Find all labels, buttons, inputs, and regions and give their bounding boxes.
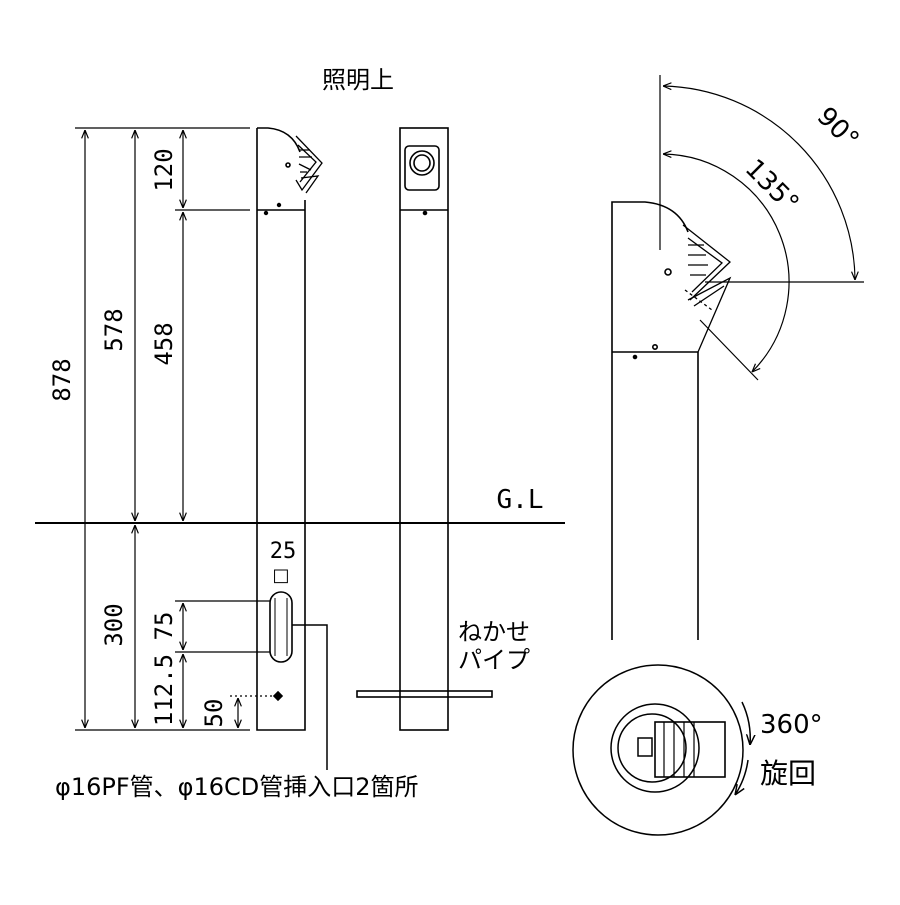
conduit-note: φ16PF管、φ16CD管挿入口2箇所	[55, 773, 419, 801]
conduit-leader	[292, 624, 328, 770]
front-view-pole	[399, 127, 449, 731]
dim-112-5: 112.5	[150, 654, 178, 726]
nekase-label-2: パイプ	[458, 646, 530, 674]
dim-300: 300	[100, 603, 128, 646]
angle-90-label: 90°	[811, 101, 865, 155]
rotation-detail	[572, 664, 750, 836]
dimension-lines	[75, 127, 272, 731]
rotate-360-label: 360°	[760, 710, 823, 740]
dim-878: 878	[48, 358, 76, 401]
tilt-angle-lines	[659, 75, 864, 381]
dim-458: 458	[150, 322, 178, 365]
square-symbol: □	[272, 565, 289, 586]
dim-75: 75	[150, 612, 178, 641]
nekase-label-1: ねかせ	[458, 618, 530, 646]
side-view-pole	[256, 127, 306, 731]
nekase-pipe	[356, 690, 493, 698]
side-view-embed	[269, 591, 293, 702]
dim-578: 578	[100, 308, 128, 351]
ground-line-label: G.L	[497, 485, 544, 515]
side-view-lamp-head	[295, 135, 323, 194]
tilt-detail-pole	[611, 201, 699, 640]
rotate-label: 旋回	[760, 757, 816, 790]
tilt-detail-lamp-head	[682, 224, 732, 353]
dim-25: 25	[270, 539, 297, 564]
angle-135-label: 135°	[739, 154, 805, 220]
dim-120: 120	[150, 148, 178, 191]
dim-50: 50	[200, 699, 228, 728]
top-caption: 照明上	[322, 66, 394, 94]
